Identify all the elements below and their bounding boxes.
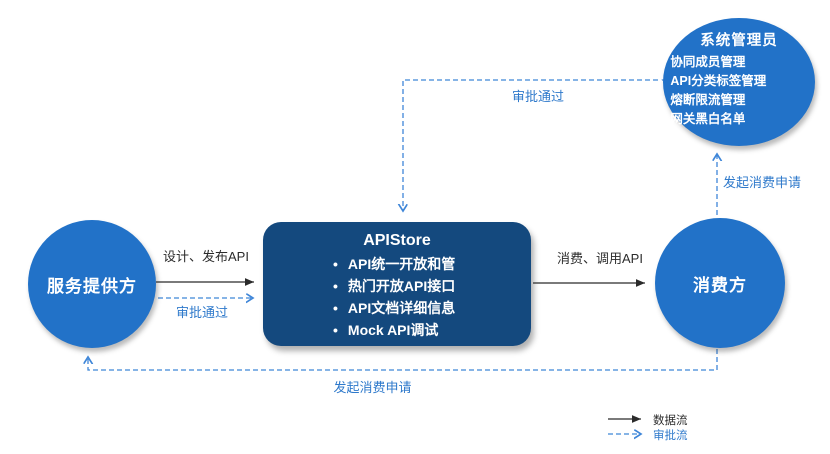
list-item: API统一开放和管 <box>333 253 531 275</box>
consumer-label: 消费方 <box>693 275 747 295</box>
node-consumer: 消费方 <box>655 218 785 348</box>
apistore-feature-list: API统一开放和管 热门开放API接口 API文档详细信息 Mock API调试 <box>263 253 531 341</box>
edge-label-design-publish: 设计、发布API <box>163 249 249 264</box>
system-admin-feature-list: 协同成员管理 API分类标签管理 熔断限流管理 网关黑白名单 <box>663 53 815 129</box>
list-item: 热门开放API接口 <box>333 275 531 297</box>
edge-label-request-consume-right: 发起消费申请 <box>723 175 802 190</box>
node-service-provider: 服务提供方 <box>28 220 156 348</box>
list-item: API分类标签管理 <box>658 72 815 91</box>
list-item: 协同成员管理 <box>658 53 815 72</box>
apistore-title: APIStore <box>363 232 431 249</box>
list-item: API文档详细信息 <box>333 297 531 319</box>
node-apistore: APIStore API统一开放和管 热门开放API接口 API文档详细信息 M… <box>263 222 531 346</box>
edge-label-consume-call: 消费、调用API <box>557 251 643 266</box>
list-item: Mock API调试 <box>333 319 531 341</box>
edge-label-approve-left: 审批通过 <box>175 305 228 320</box>
edge-label-approve-top: 审批通过 <box>511 89 564 104</box>
legend-approval-flow-label: 审批流 <box>653 430 688 442</box>
node-system-admin: 系统管理员 协同成员管理 API分类标签管理 熔断限流管理 网关黑白名单 <box>663 18 815 146</box>
edge-label-request-consume-bottom: 发起消费申请 <box>333 380 412 395</box>
service-provider-label: 服务提供方 <box>47 276 137 296</box>
system-admin-title: 系统管理员 <box>700 33 778 49</box>
edge-request-consume-bottom-arrow <box>88 349 718 371</box>
list-item: 网关黑白名单 <box>658 110 815 129</box>
legend-data-flow-label: 数据流 <box>653 415 688 427</box>
list-item: 熔断限流管理 <box>658 91 815 110</box>
